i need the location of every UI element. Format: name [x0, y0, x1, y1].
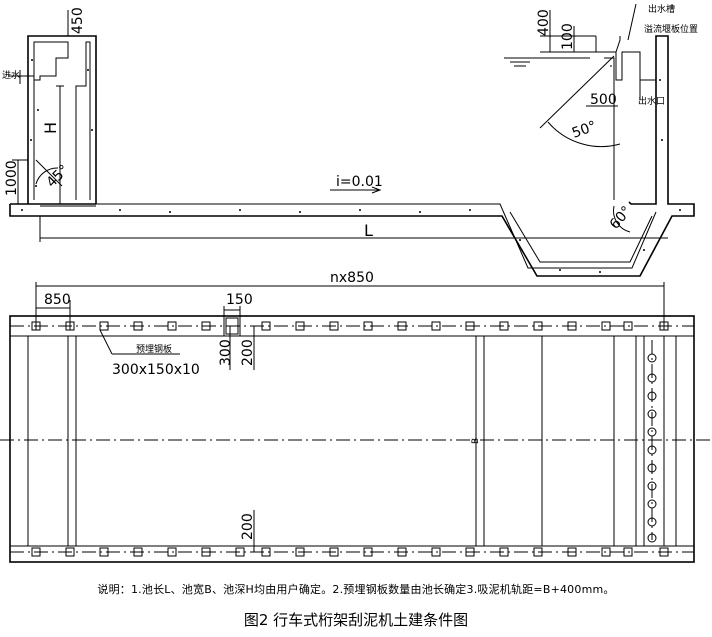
section-view: 450 400 100 500 1000 H L 45° 50° 60° i=0… — [2, 3, 698, 277]
weir-structure — [595, 36, 656, 81]
dim-100: 100 — [560, 23, 576, 50]
dim-450: 450 — [70, 7, 86, 34]
dim-1000: 1000 — [4, 160, 20, 196]
angle-45: 45° — [44, 162, 73, 191]
weir-label: 出水槽 — [648, 3, 675, 15]
label-L: L — [364, 221, 373, 240]
dim-nx850: nx850 — [330, 270, 374, 286]
bottom-slab — [96, 203, 657, 269]
drawing-note: 说明：1.池长L、池宽B、池深H均由用户确定。2.预埋钢板数量由池长确定3.吸泥… — [97, 583, 615, 596]
inlet-label: 进水 — [2, 69, 20, 81]
concrete-hatch — [21, 59, 681, 273]
plate-label: 预埋钢板 — [136, 343, 172, 355]
outlet-holes — [647, 353, 657, 543]
dim-400: 400 — [536, 9, 552, 36]
dim-200-top: 200 — [240, 339, 256, 366]
plate-size: 300x150x10 — [112, 362, 200, 378]
dim-200-bottom: 200 — [240, 513, 256, 540]
left-wall — [27, 35, 97, 204]
slope-label: i=0.01 — [336, 174, 383, 190]
embedded-plates-bottom — [31, 547, 669, 557]
tank-plan-outline — [9, 315, 695, 563]
dim-150: 150 — [226, 292, 253, 308]
dim-500: 500 — [590, 92, 617, 108]
label-B: B — [471, 438, 481, 444]
tank-section-outline — [9, 35, 695, 277]
angle-50: 50° — [570, 118, 599, 142]
label-H: H — [41, 122, 60, 134]
weir-position-label: 溢流堰板位置 — [644, 23, 698, 35]
embedded-plates-top — [31, 317, 669, 335]
dim-850: 850 — [44, 292, 71, 308]
drawing-title: 图2 行车式桁架刮泥机土建条件图 — [243, 611, 469, 629]
plan-view: nx850 850 150 300 200 200 B 预埋钢板 300x150… — [0, 270, 712, 563]
dim-300: 300 — [218, 339, 234, 366]
angle-60: 60° — [607, 203, 635, 232]
outlet-label: 出水口 — [638, 95, 665, 107]
